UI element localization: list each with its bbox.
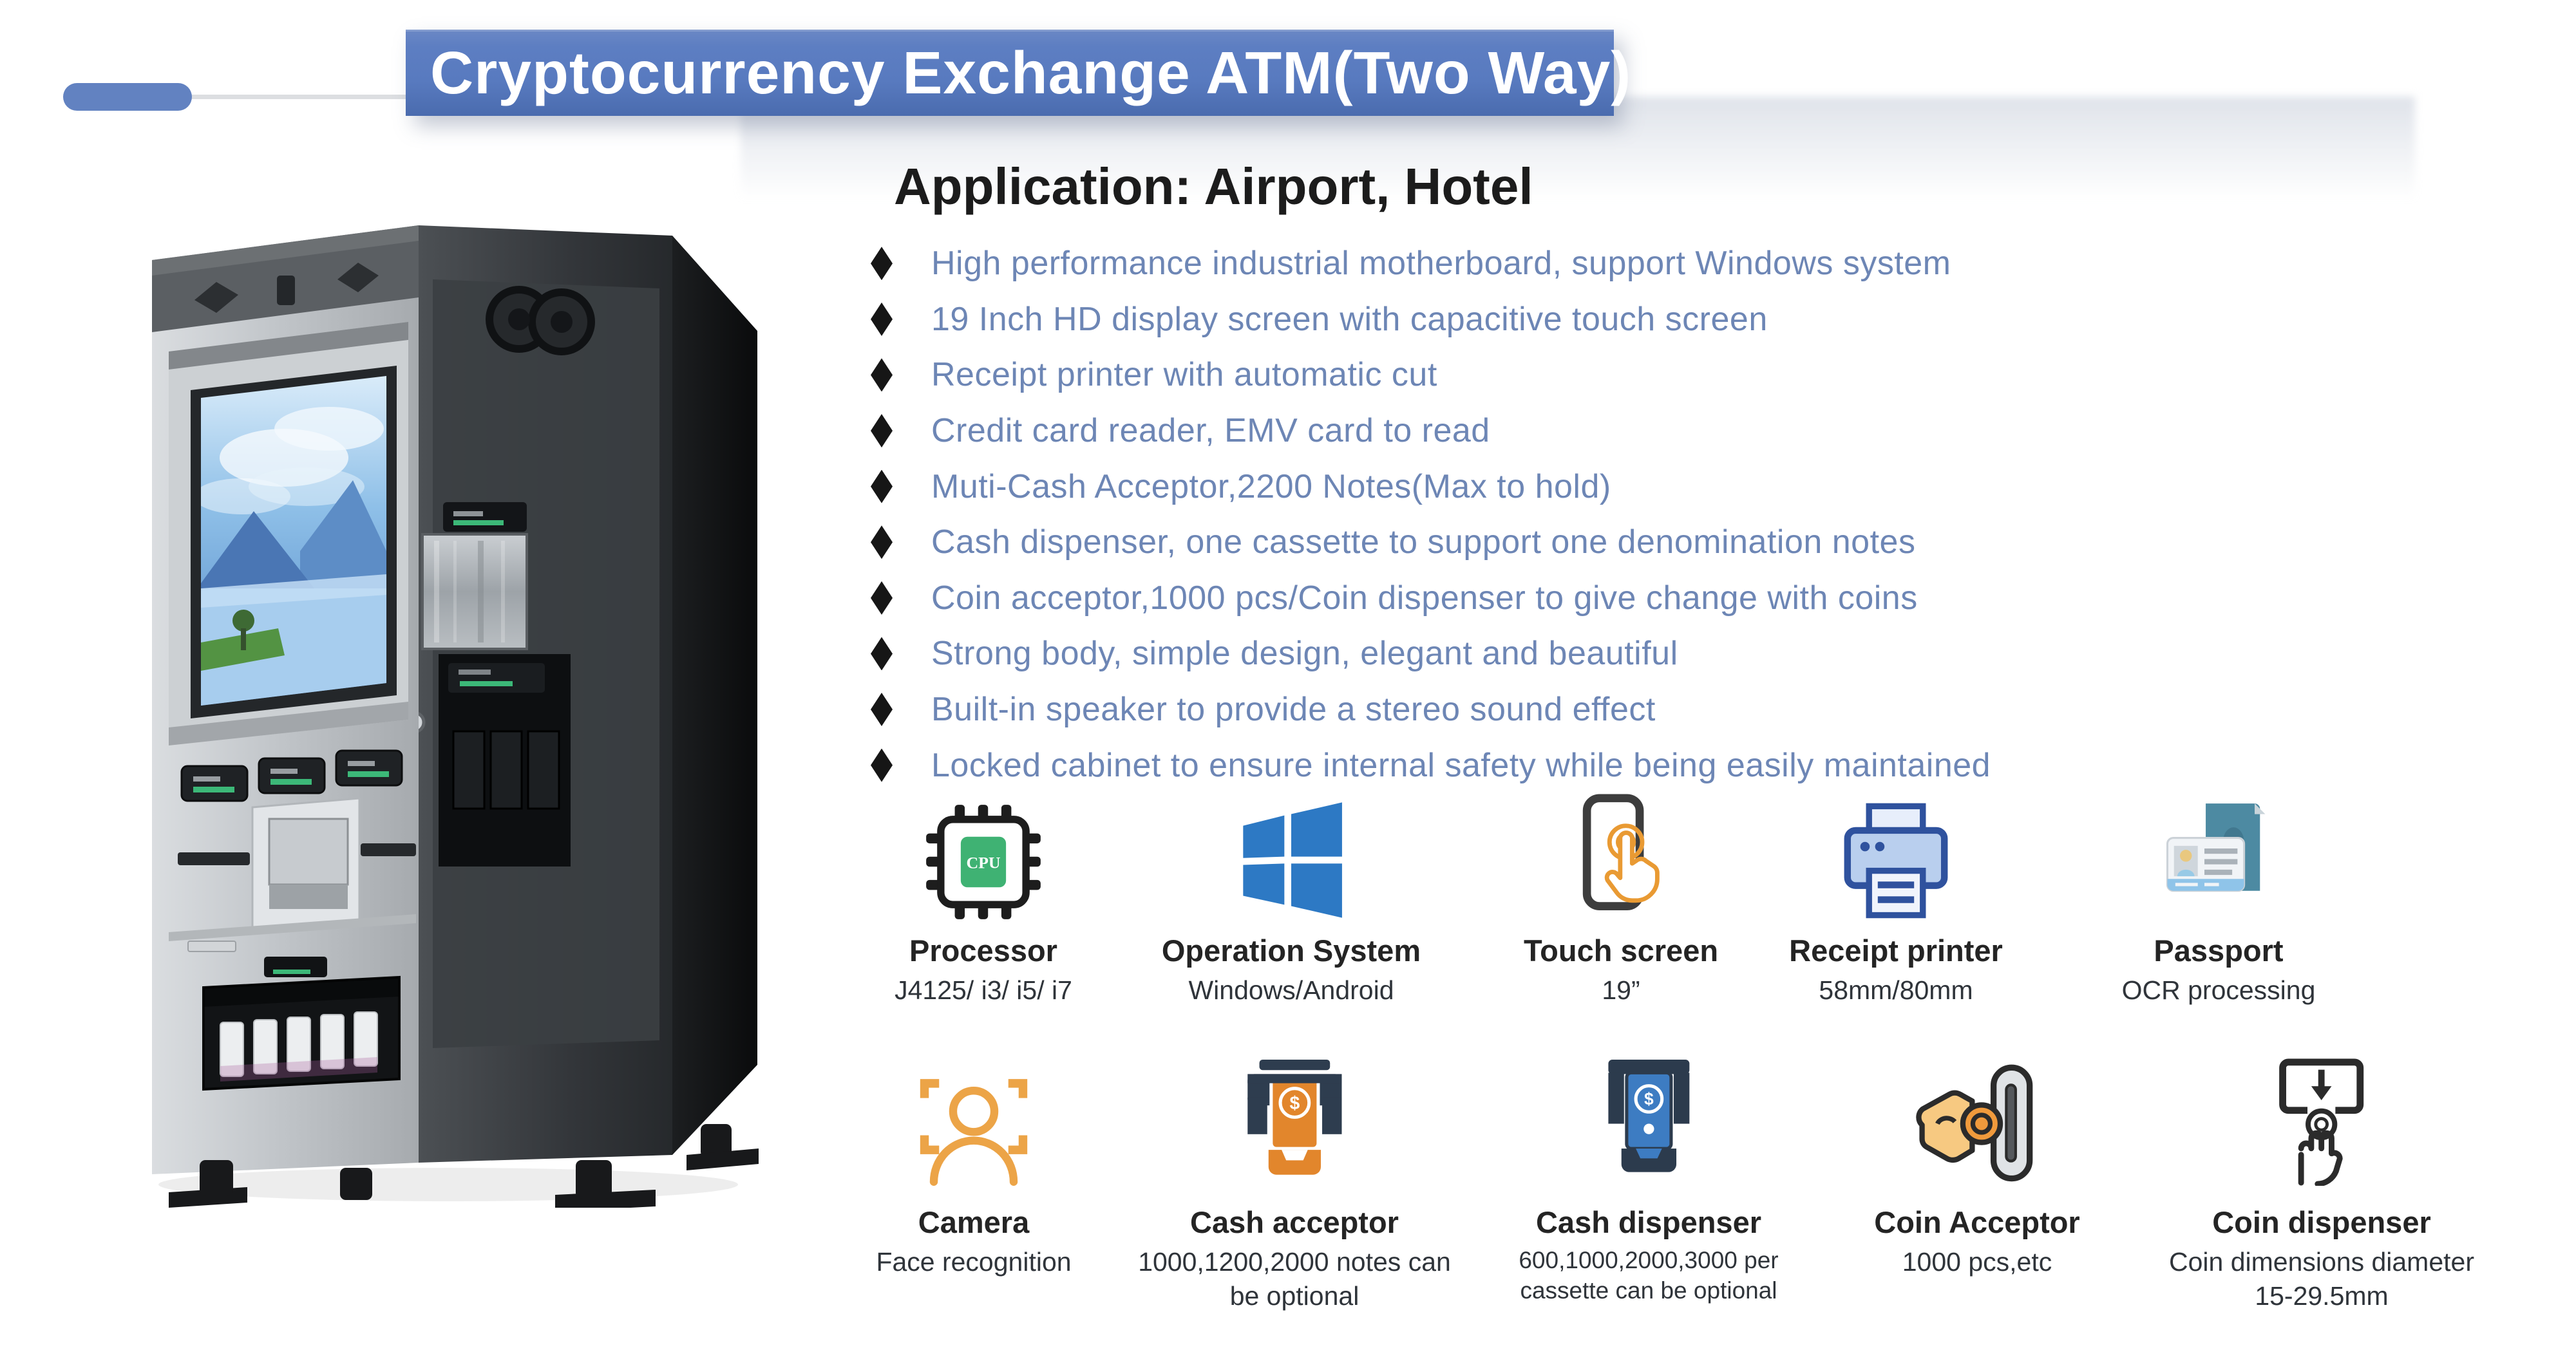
spec-touch-screen: Touch screen 19”: [1454, 794, 1788, 1008]
feature-item: Credit card reader, EMV card to read: [871, 403, 1991, 459]
machine-speakers: [486, 286, 595, 355]
spec-label: Touch screen: [1523, 933, 1719, 968]
coin-acceptor-icon: [1912, 1064, 2042, 1186]
feature-text: Built-in speaker to provide a stereo sou…: [931, 691, 1656, 729]
diamond-bullet-icon: [871, 581, 893, 615]
coin-dispenser-icon: [2264, 1058, 2378, 1186]
machine-card-readers: [180, 749, 403, 802]
diamond-bullet-icon: [871, 748, 893, 782]
currency-symbol-text: $: [1644, 1089, 1654, 1109]
spec-coin-acceptor: Coin Acceptor 1000 pcs,etc: [1810, 1064, 2145, 1279]
page-title: Cryptocurrency Exchange ATM(Two Way): [430, 39, 1632, 106]
spec-cash-dispenser: $ Cash dispenser 600,1000,2000,3000 per …: [1481, 1060, 1816, 1306]
spec-label: Cash dispenser: [1535, 1205, 1762, 1239]
application-title: Application: Airport, Hotel: [894, 158, 1533, 215]
feature-text: Muti-Cash Acceptor,2200 Notes(Max to hol…: [931, 467, 1611, 505]
feature-item: Locked cabinet to ensure internal safety…: [871, 737, 1991, 793]
spec-label: Passport: [2154, 933, 2284, 968]
diamond-bullet-icon: [871, 414, 893, 448]
cpu-icon: CPU: [923, 800, 1043, 922]
spec-sublabel: 1000 pcs,etc: [1902, 1247, 2052, 1277]
machine-screen: [201, 376, 386, 706]
spec-cash-acceptor: $ Cash acceptor 1000,1200,2000 notes can…: [1127, 1060, 1462, 1313]
header-connector-line: [77, 95, 412, 99]
feature-item: Strong body, simple design, elegant and …: [871, 626, 1991, 682]
cash-acceptor-icon: $: [1236, 1060, 1354, 1186]
receipt-printer-icon: [1835, 800, 1956, 922]
spec-label: Operation System: [1161, 933, 1421, 968]
background-wash: [741, 97, 2415, 219]
windows-icon: [1229, 800, 1353, 922]
feature-item: Built-in speaker to provide a stereo sou…: [871, 682, 1991, 738]
diamond-bullet-icon: [871, 693, 893, 727]
diamond-bullet-icon: [871, 469, 893, 503]
atm-machine-image: [152, 225, 759, 1208]
feature-item: Coin acceptor,1000 pcs/Coin dispenser to…: [871, 570, 1991, 626]
diamond-bullet-icon: [871, 302, 893, 336]
spec-operation-system: Operation System Windows/Android: [1124, 800, 1459, 1008]
diamond-bullet-icon: [871, 358, 893, 392]
spec-sublabel: Coin dimensions diameter 15-29.5mm: [2168, 1247, 2474, 1311]
feature-item: Cash dispenser, one cassette to support …: [871, 514, 1991, 570]
feature-list: High performance industrial motherboard,…: [871, 236, 1991, 793]
face-recognition-icon: [914, 1064, 1034, 1186]
spec-label: Cash acceptor: [1190, 1205, 1399, 1239]
feature-text: Cash dispenser, one cassette to support …: [931, 523, 1916, 561]
spec-sublabel: 58mm/80mm: [1819, 975, 1973, 1006]
spec-sublabel: 600,1000,2000,3000 per cassette can be o…: [1519, 1247, 1779, 1304]
spec-sublabel: Windows/Android: [1188, 975, 1394, 1006]
feature-text: Credit card reader, EMV card to read: [931, 412, 1490, 450]
spec-sublabel: J4125/ i3/ i5/ i7: [895, 975, 1072, 1006]
diamond-bullet-icon: [871, 247, 893, 281]
machine-cash-tray: [202, 975, 401, 1091]
title-banner: Cryptocurrency Exchange ATM(Two Way): [406, 30, 1631, 116]
spec-passport: Passport OCR processing: [2051, 800, 2386, 1008]
spec-label: Coin dispenser: [2212, 1205, 2431, 1239]
spec-sublabel: 1000,1200,2000 notes can be optional: [1138, 1247, 1451, 1311]
feature-text: High performance industrial motherboard,…: [931, 245, 1951, 283]
currency-symbol-text: $: [1289, 1093, 1300, 1114]
spec-receipt-printer: Receipt printer 58mm/80mm: [1728, 800, 2063, 1008]
spec-label: Receipt printer: [1789, 933, 2003, 968]
feature-text: Receipt printer with automatic cut: [931, 356, 1437, 394]
feature-item: Receipt printer with automatic cut: [871, 347, 1991, 403]
spec-label: Camera: [918, 1205, 1030, 1239]
spec-coin-dispenser: Coin dispenser Coin dimensions diameter …: [2154, 1058, 2489, 1313]
passport-icon: [2155, 800, 2281, 922]
touch-screen-icon: [1564, 794, 1678, 922]
spec-processor: CPU Processor J4125/ i3/ i5/ i7: [816, 800, 1151, 1008]
diamond-bullet-icon: [871, 525, 893, 559]
feature-item: Muti-Cash Acceptor,2200 Notes(Max to hol…: [871, 458, 1991, 514]
header-accent-pill: [63, 83, 192, 111]
feature-item: High performance industrial motherboard,…: [871, 236, 1991, 292]
feature-text: Locked cabinet to ensure internal safety…: [931, 746, 1991, 784]
spec-sublabel: 19”: [1602, 975, 1640, 1006]
cpu-badge-text: CPU: [966, 853, 1000, 872]
spec-sublabel: Face recognition: [876, 1247, 1072, 1277]
diamond-bullet-icon: [871, 637, 893, 671]
machine-feet: [169, 1124, 759, 1208]
feature-text: Coin acceptor,1000 pcs/Coin dispenser to…: [931, 579, 1918, 617]
cash-dispenser-icon: $: [1590, 1060, 1708, 1186]
spec-label: Processor: [909, 933, 1057, 968]
spec-label: Coin Acceptor: [1874, 1205, 2080, 1239]
feature-item: 19 Inch HD display screen with capacitiv…: [871, 292, 1991, 348]
spec-camera: Camera Face recognition: [806, 1064, 1141, 1279]
feature-text: 19 Inch HD display screen with capacitiv…: [931, 300, 1768, 338]
spec-sublabel: OCR processing: [2121, 975, 2316, 1006]
feature-text: Strong body, simple design, elegant and …: [931, 635, 1678, 673]
